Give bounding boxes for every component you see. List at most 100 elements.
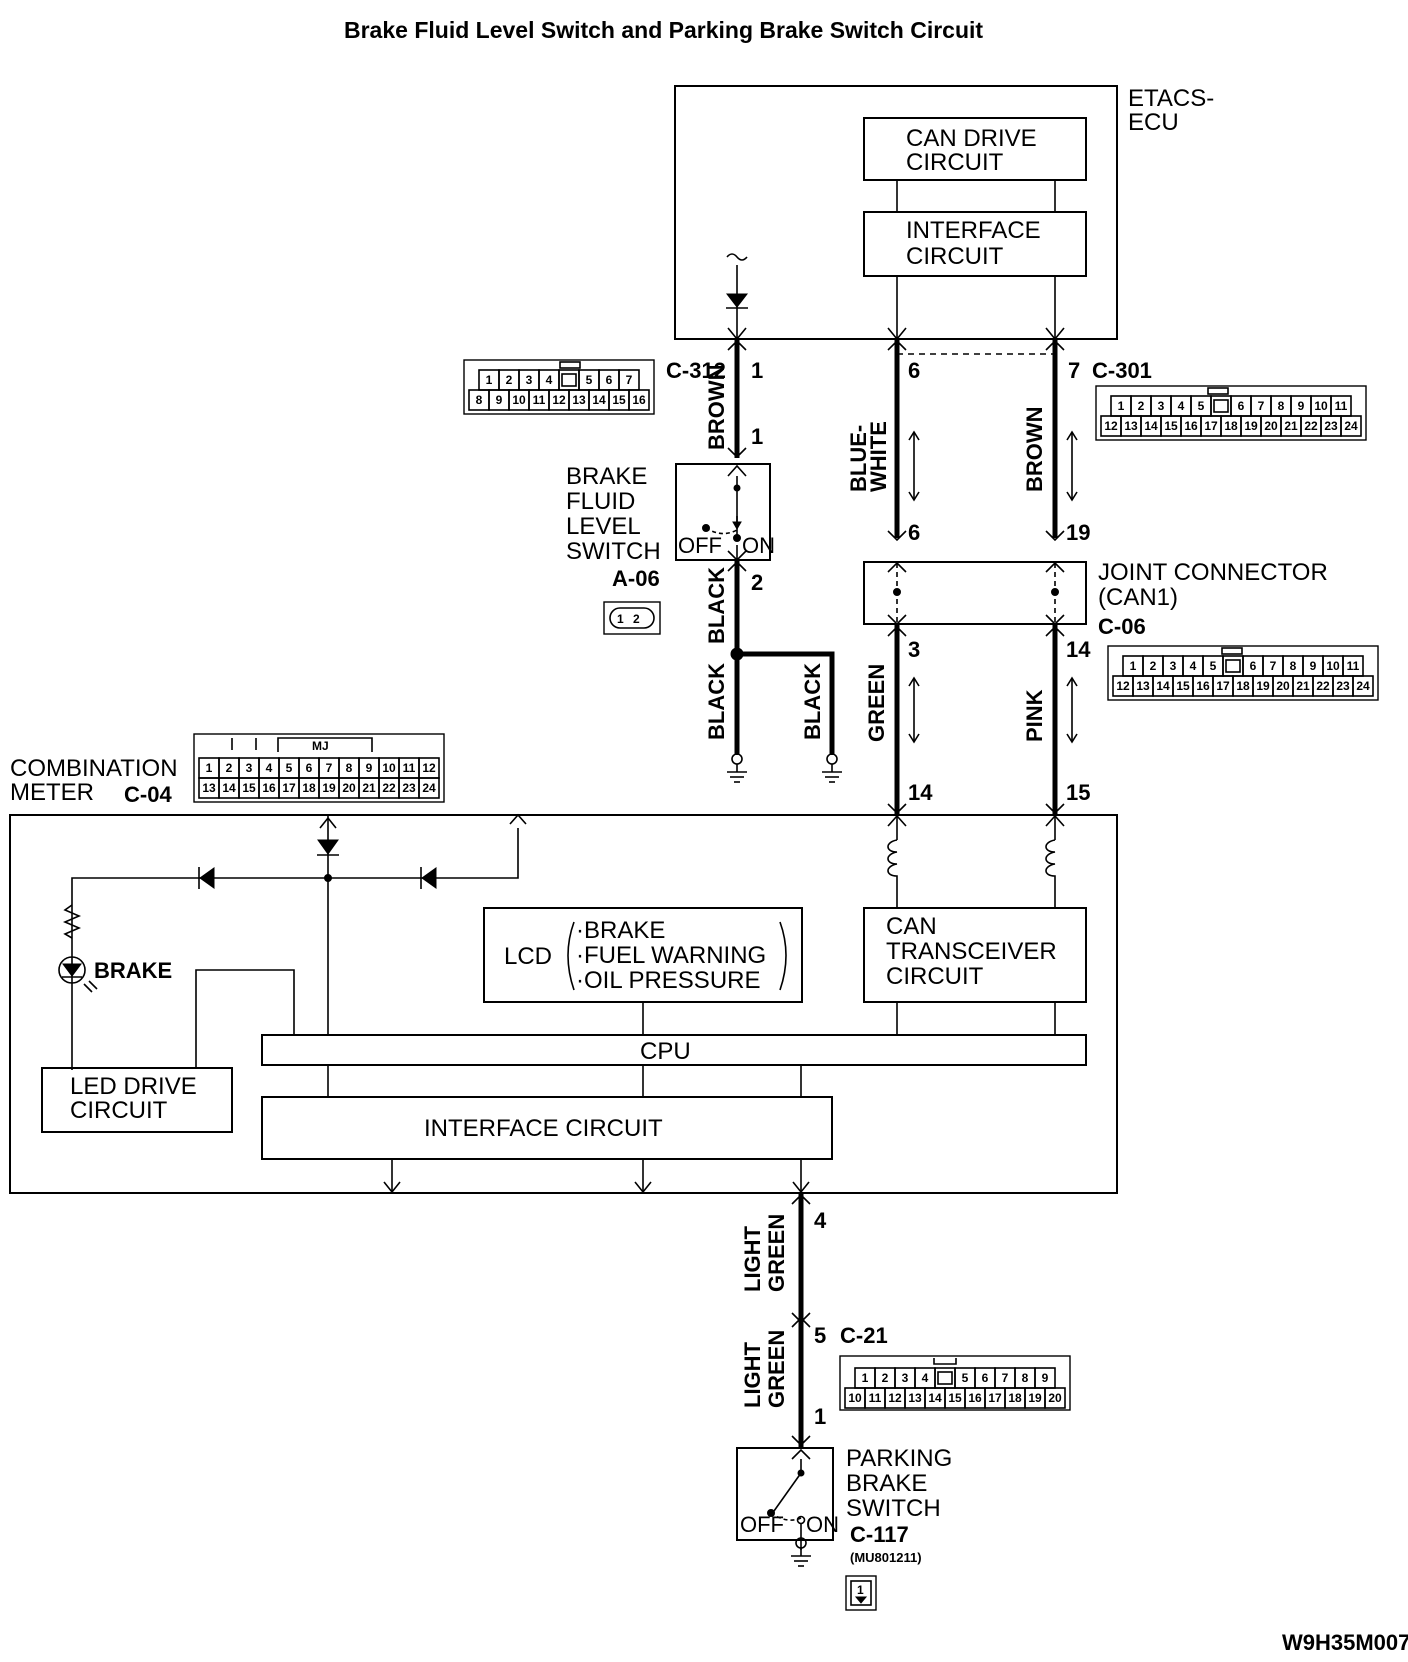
can-drive-circuit bbox=[863, 117, 1087, 181]
c21-pin-number: 6 bbox=[982, 1371, 989, 1385]
c312-pin-number: 1 bbox=[486, 373, 493, 387]
light-green-wire bbox=[791, 1193, 811, 1448]
c21-pin: 5 bbox=[814, 1323, 826, 1348]
c21-pin-number: 2 bbox=[882, 1371, 889, 1385]
park-switch-on: ON bbox=[806, 1512, 839, 1537]
wire-light-green-2b: GREEN bbox=[764, 1330, 789, 1408]
wire-black-2: BLACK bbox=[704, 663, 729, 740]
c06-pin-number: 16 bbox=[1196, 679, 1210, 693]
c21-pin-number: 1 bbox=[862, 1371, 869, 1385]
c301-pin-brown: 7 bbox=[1068, 358, 1080, 383]
etacs-ecu: ETACS- ECU CAN DRIVE CIRCUIT INTERFACE C… bbox=[674, 85, 1214, 341]
c301-pin-number: 15 bbox=[1164, 419, 1178, 433]
fluid-switch-label-3: LEVEL bbox=[566, 513, 641, 540]
meter-diode-left-icon bbox=[199, 867, 215, 889]
c06-pin-number: 6 bbox=[1250, 659, 1257, 673]
c301-label: C-301 bbox=[1092, 358, 1152, 383]
meter-diode-main-icon bbox=[317, 839, 339, 855]
c06-key-slot bbox=[1225, 659, 1241, 673]
c04-tag: MJ bbox=[312, 739, 329, 753]
c21-label: C-21 bbox=[840, 1323, 888, 1348]
wire-blue-white-1: BLUE- bbox=[846, 425, 871, 492]
c21-pin-number: 18 bbox=[1008, 1391, 1022, 1405]
c312-pin-number: 11 bbox=[533, 393, 546, 407]
c04-pin-number: 16 bbox=[262, 781, 276, 795]
c04-pin-number: 1 bbox=[206, 761, 213, 775]
c301-pin-number: 7 bbox=[1258, 399, 1265, 413]
lcd-item-2: ·FUEL WARNING bbox=[576, 942, 766, 969]
c312-pin-number: 15 bbox=[612, 393, 626, 407]
c06-pin-number: 24 bbox=[1356, 679, 1370, 693]
a06-connector-icon: 1 2 bbox=[603, 601, 661, 635]
c06-pin-number: 17 bbox=[1216, 679, 1230, 693]
c04-pin-number: 22 bbox=[382, 781, 396, 795]
etacs-ecu-label-1: ETACS- bbox=[1128, 85, 1214, 112]
can-drive-label-2: CIRCUIT bbox=[906, 149, 1004, 176]
wire-black-1: BLACK bbox=[704, 567, 729, 644]
c06-pin-number: 22 bbox=[1316, 679, 1330, 693]
fluid-switch-label-2: FLUID bbox=[566, 488, 635, 515]
wire-blue-white-2: WHITE bbox=[866, 421, 891, 492]
c21-pin-number: 15 bbox=[948, 1391, 962, 1405]
can-drive-label-1: CAN DRIVE bbox=[906, 125, 1037, 152]
c06-pin-number: 2 bbox=[1150, 659, 1157, 673]
c312-pin-number: 10 bbox=[512, 393, 526, 407]
c06-pin-number: 14 bbox=[1156, 679, 1170, 693]
meter-diode-right-icon bbox=[421, 867, 437, 889]
joint-pin-out-pink: 14 bbox=[1066, 637, 1091, 662]
lcd-item-3: ·OIL PRESSURE bbox=[576, 967, 761, 994]
c117-part-no: (MU801211) bbox=[850, 1550, 922, 1565]
c04-pin-number: 9 bbox=[366, 761, 373, 775]
c04-pin-number: 21 bbox=[362, 781, 376, 795]
a06-pin-2: 2 bbox=[633, 612, 640, 626]
c06-pin-number: 12 bbox=[1116, 679, 1130, 693]
brake-led-icon bbox=[58, 956, 86, 984]
c312-pin-number: 3 bbox=[526, 373, 533, 387]
c21-pin-number: 12 bbox=[888, 1391, 902, 1405]
c312-pin-number: 2 bbox=[506, 373, 513, 387]
c04-pin-number: 12 bbox=[422, 761, 436, 775]
c21-pin-number: 11 bbox=[869, 1391, 882, 1405]
c04-pin-number: 20 bbox=[342, 781, 356, 795]
brake-fluid-level-switch: OFF ON bbox=[675, 463, 775, 562]
c301-pin-number: 11 bbox=[1335, 399, 1348, 413]
c21-pin-number: 20 bbox=[1048, 1391, 1062, 1405]
park-switch-off: OFF bbox=[740, 1512, 784, 1537]
c312-pin-number: 7 bbox=[626, 373, 633, 387]
c04-pin-number: 5 bbox=[286, 761, 293, 775]
c312-pin-number: 16 bbox=[632, 393, 646, 407]
joint-connector-label-2: (CAN1) bbox=[1098, 584, 1178, 611]
wire-black-3: BLACK bbox=[800, 663, 825, 740]
c301-pin-number: 23 bbox=[1324, 419, 1338, 433]
park-switch-label-1: PARKING bbox=[846, 1445, 952, 1472]
combination-meter: BRAKE LED DRIVE CIRCUIT LCD ·BRAKE ·FUEL… bbox=[9, 813, 1118, 1194]
c04-pin-number: 8 bbox=[346, 761, 353, 775]
c21-pin-number: 17 bbox=[988, 1391, 1002, 1405]
fluid-switch-label-1: BRAKE bbox=[566, 463, 647, 490]
c04-pin-number: 15 bbox=[242, 781, 256, 795]
c06-pin-number: 9 bbox=[1310, 659, 1317, 673]
c301-key-slot bbox=[1213, 399, 1229, 413]
meter-pin-green: 14 bbox=[908, 780, 933, 805]
c04-pin-number: 13 bbox=[202, 781, 216, 795]
c301-pin-number: 24 bbox=[1344, 419, 1358, 433]
figure-code: W9H35M007A bbox=[1282, 1630, 1408, 1655]
c301-pin-number: 19 bbox=[1244, 419, 1258, 433]
inductor-left-icon bbox=[887, 839, 898, 908]
a06-label: A-06 bbox=[612, 566, 660, 591]
c06-pin-number: 20 bbox=[1276, 679, 1290, 693]
c312-pin-number: 6 bbox=[606, 373, 613, 387]
wire-light-green-1a: LIGHT bbox=[740, 1225, 765, 1292]
diagram-title: Brake Fluid Level Switch and Parking Bra… bbox=[344, 17, 983, 43]
c117-connector-icon: 1 bbox=[845, 1575, 877, 1611]
fluid-switch-on: ON bbox=[742, 533, 775, 558]
c117-pin-1: 1 bbox=[857, 1583, 864, 1597]
can-trans-label-1: CAN bbox=[886, 913, 937, 940]
c04-pin-number: 10 bbox=[382, 761, 396, 775]
c301-pin-number: 21 bbox=[1284, 419, 1298, 433]
brake-lamp-label: BRAKE bbox=[94, 958, 172, 983]
can-trans-label-2: TRANSCEIVER bbox=[886, 938, 1057, 965]
c21-pin-number: 5 bbox=[962, 1371, 969, 1385]
resistor-icon bbox=[62, 904, 82, 939]
c06-pin-number: 21 bbox=[1296, 679, 1310, 693]
